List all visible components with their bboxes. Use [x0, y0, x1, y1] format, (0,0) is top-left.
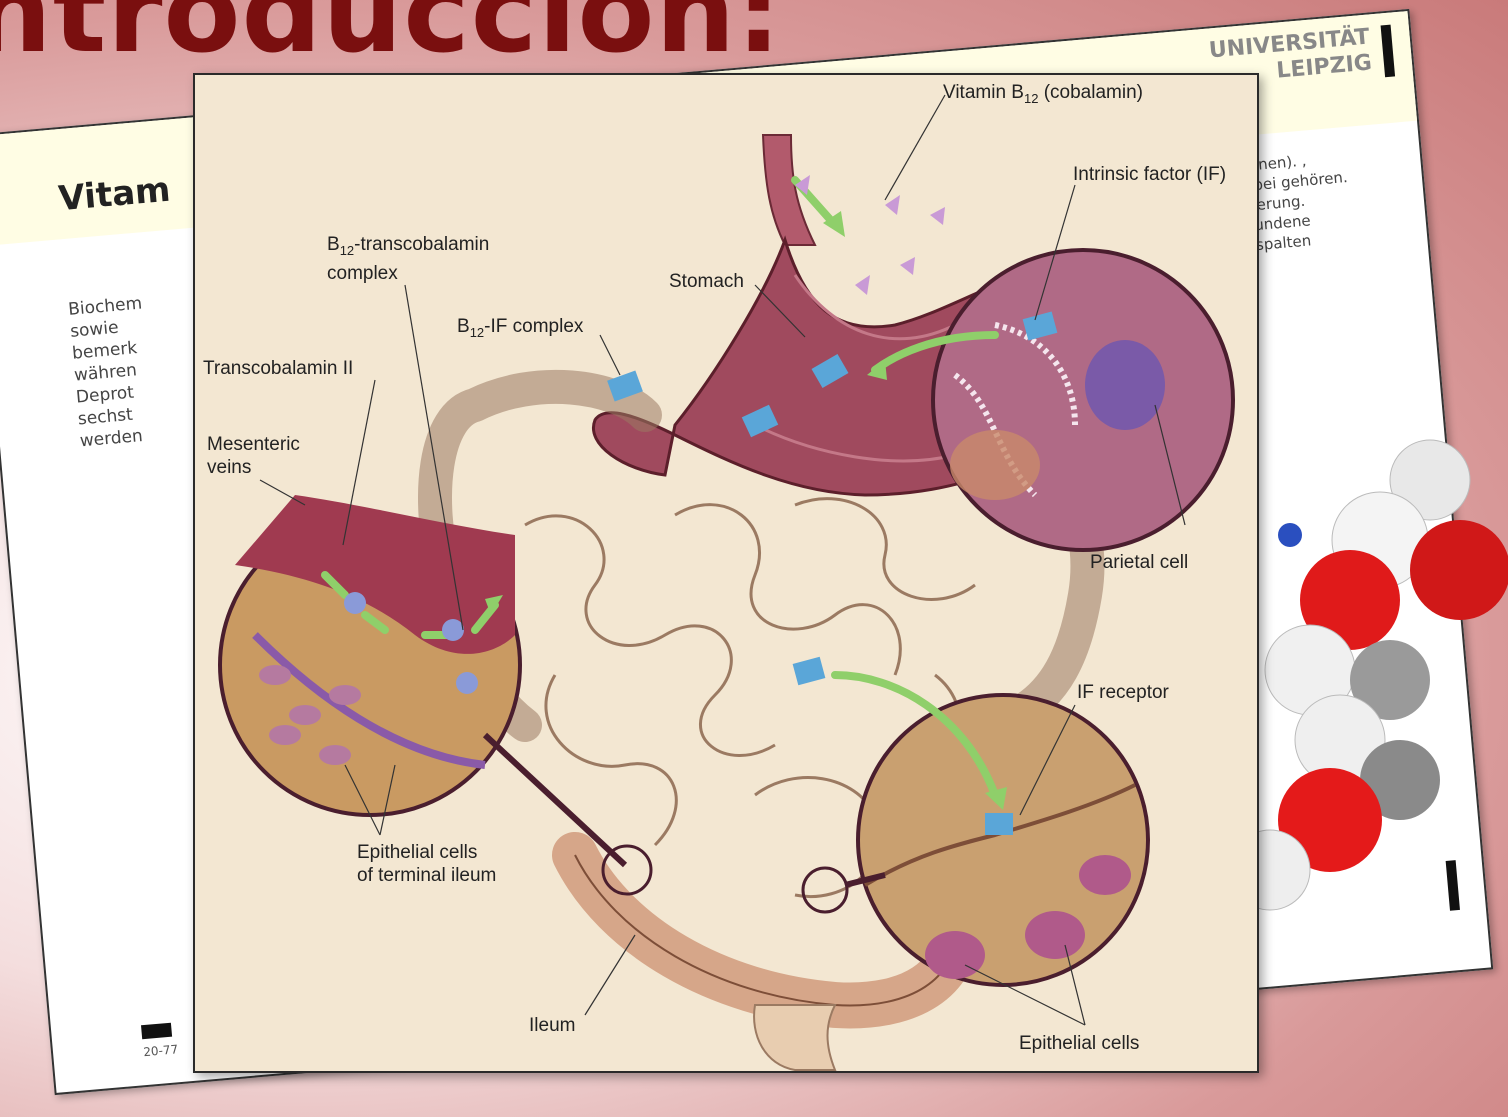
- footer-logo-icon: [141, 1023, 172, 1040]
- label-ileum: Ileum: [529, 1014, 575, 1037]
- label-b12-if-complex: B12-IF complex: [457, 315, 583, 344]
- page-title: ntroducción:: [0, 0, 782, 78]
- slide-footer: 20-77: [143, 1042, 179, 1059]
- label-stomach: Stomach: [669, 270, 744, 293]
- molecule-model-icon: [1230, 420, 1508, 980]
- digestion-diagram-panel: Vitamin B12 (cobalamin) Intrinsic factor…: [193, 73, 1259, 1073]
- label-mesenteric-veins: Mesenteric veins: [207, 433, 300, 479]
- label-parietal-cell: Parietal cell: [1090, 551, 1188, 574]
- label-b12-transcobalamin: B12-transcobalamin complex: [327, 233, 489, 285]
- label-intrinsic-factor: Intrinsic factor (IF): [1073, 163, 1226, 186]
- label-epithelial-terminal-ileum: Epithelial cells of terminal ileum: [357, 841, 496, 887]
- label-vitamin-b12: Vitamin B12 (cobalamin): [943, 81, 1143, 110]
- slide-left-text: Biochem sowie bemerk währen Deprot sechs…: [67, 289, 190, 452]
- label-if-receptor: IF receptor: [1077, 681, 1169, 704]
- label-epithelial-cells: Epithelial cells: [1019, 1032, 1139, 1055]
- label-transcobalamin-ii: Transcobalamin II: [203, 357, 353, 380]
